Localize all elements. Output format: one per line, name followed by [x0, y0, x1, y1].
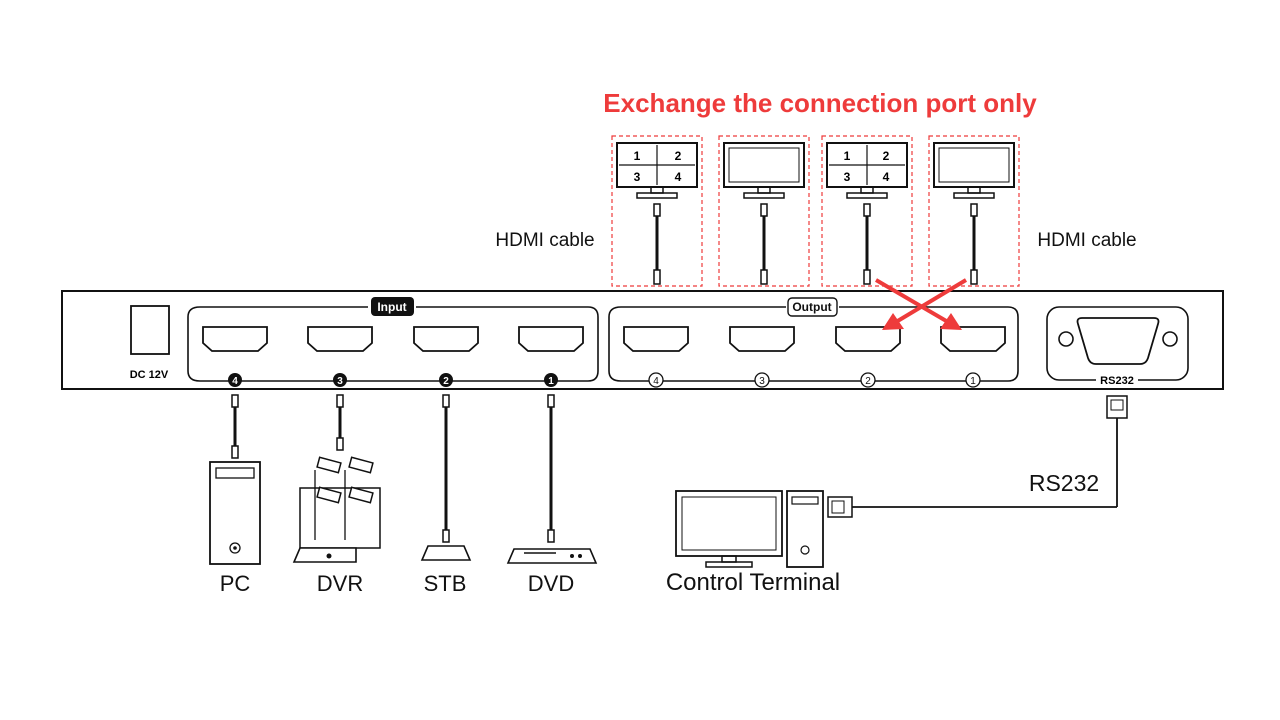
input-number-2: 2: [443, 376, 449, 387]
input-number-badge: [228, 373, 242, 387]
dashed-frame: [928, 135, 1020, 287]
dashed-frame: [718, 135, 810, 287]
hdmi-port-icon: [413, 326, 479, 352]
output-group-frame: [608, 306, 1019, 382]
db9-plug-icon: [827, 496, 853, 518]
monitor-stand: [636, 192, 678, 199]
input-group-label: Input: [377, 300, 406, 314]
hdmi-port-icon: [518, 326, 584, 352]
output-number-2: 2: [865, 376, 871, 387]
input-number-4: 4: [232, 376, 238, 387]
exchange-arrows-icon: [874, 278, 968, 330]
grid-label-3: 3: [634, 170, 641, 184]
input-number-3: 3: [337, 376, 343, 387]
device-label-stb: STB: [424, 571, 467, 596]
rs232-cable: [827, 395, 1128, 518]
input-group-frame: [187, 306, 599, 382]
screw-icon: [1058, 331, 1074, 347]
hdmi-port-icon: [729, 326, 795, 352]
output-number-3: 3: [759, 376, 765, 387]
db9-plug-icon: [1106, 395, 1128, 419]
output-number-badge: [965, 372, 981, 388]
dashed-frame: [611, 135, 703, 287]
hdmi-plug-icon: [760, 269, 768, 285]
grid-label-4: 4: [883, 170, 890, 184]
set-top-box-icon: [420, 545, 472, 561]
input-number-badge: [333, 373, 347, 387]
control-terminal-label: Control Terminal: [666, 569, 840, 596]
monitor-screen: [723, 142, 805, 188]
grid-label-1: 1: [844, 149, 851, 163]
dashed-frame: [821, 135, 913, 287]
monitor-stand: [953, 192, 995, 199]
rs232-port-label-bg: [1096, 373, 1138, 387]
pc-tower-icon: [209, 461, 261, 565]
hdmi-plug-icon: [653, 269, 661, 285]
input-number-badge: [544, 373, 558, 387]
input-badge: [371, 297, 414, 316]
grid-label-4: 4: [675, 170, 682, 184]
output-number-badge: [648, 372, 664, 388]
hdmi-port-icon: [940, 326, 1006, 352]
hdmi-plug-icon: [970, 269, 978, 285]
output-group-label: Output: [792, 300, 831, 314]
hdmi-plug-icon: [863, 203, 871, 217]
dvd-player-icon: [506, 548, 598, 564]
power-label: DC 12V: [130, 369, 169, 381]
device-label-pc: PC: [220, 571, 251, 596]
hdmi-port-icon: [307, 326, 373, 352]
device-label-dvd: DVD: [528, 571, 574, 596]
hdmi-cable-label-left: HDMI cable: [495, 230, 594, 251]
monitor-output-3: [718, 135, 810, 287]
db9-port-icon: [1076, 317, 1160, 365]
monitor-output-1: [928, 135, 1020, 287]
output-number-badge: [754, 372, 770, 388]
output-number-1: 1: [970, 376, 976, 387]
output-number-4: 4: [653, 376, 659, 387]
device-label-dvr: DVR: [317, 571, 363, 596]
grid-label-2: 2: [675, 149, 682, 163]
screw-icon: [1162, 331, 1178, 347]
input-number-badge: [439, 373, 453, 387]
monitor-output-2: 1 2 3 4: [821, 135, 913, 287]
output-badge: [787, 297, 838, 317]
output-number-badge: [860, 372, 876, 388]
input-number-1: 1: [548, 376, 554, 387]
headline: Exchange the connection port only: [603, 88, 1037, 118]
hdmi-plug-icon: [760, 203, 768, 217]
hdmi-cable-label-right: HDMI cable: [1037, 230, 1136, 251]
hdmi-plug-icon: [653, 203, 661, 217]
input-cables: [231, 394, 555, 543]
dvr-with-cameras-icon: [292, 456, 381, 563]
monitor-output-4: 1 2 3 4: [611, 135, 703, 287]
hdmi-port-icon: [202, 326, 268, 352]
rs232-cable-label: RS232: [1029, 470, 1099, 496]
hdmi-plug-icon: [863, 269, 871, 285]
monitor-stand: [846, 192, 888, 199]
grid-label-2: 2: [883, 149, 890, 163]
power-jack-icon: [130, 305, 170, 355]
control-terminal-icon: [675, 490, 824, 568]
grid-label-3: 3: [844, 170, 851, 184]
hdmi-port-icon: [623, 326, 689, 352]
hdmi-plug-icon: [970, 203, 978, 217]
monitor-screen: [933, 142, 1015, 188]
monitor-stand: [743, 192, 785, 199]
grid-label-1: 1: [634, 149, 641, 163]
rs232-port-label: RS232: [1100, 375, 1134, 387]
